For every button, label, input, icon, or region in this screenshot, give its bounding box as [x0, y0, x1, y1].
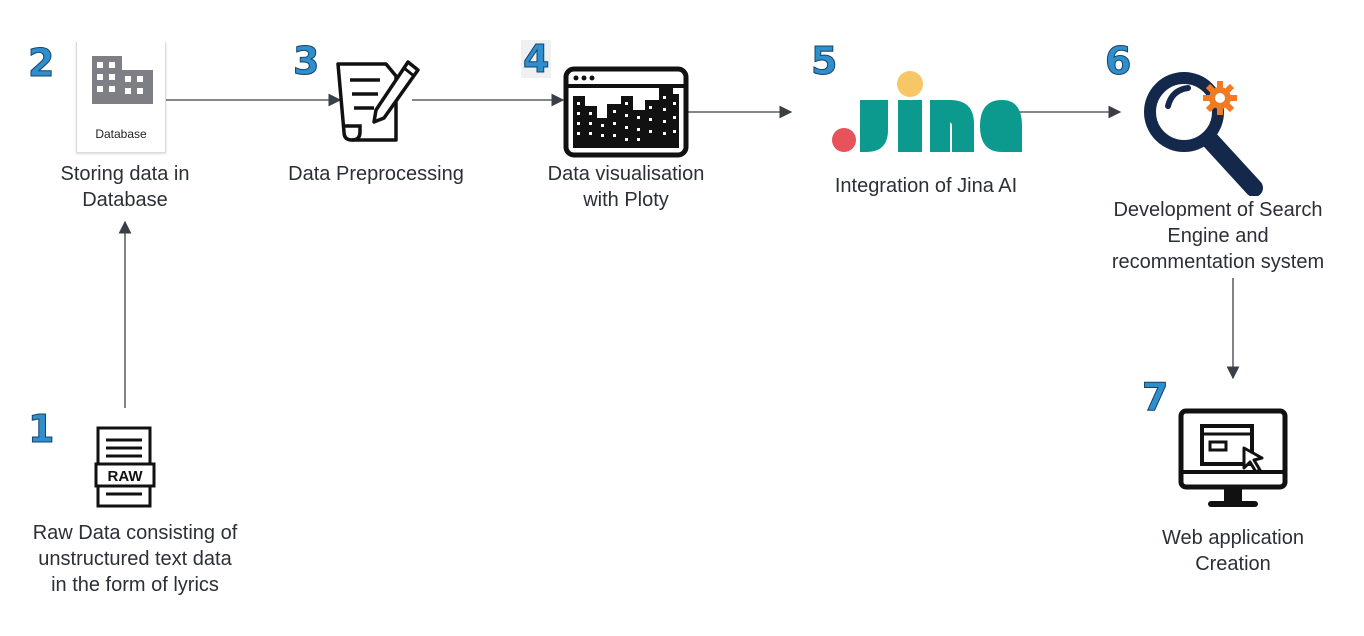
step-2-label-line: Storing data in	[60, 163, 190, 185]
step-5-number: 5	[810, 39, 838, 83]
step-1-label-line: in the form of lyrics	[51, 574, 219, 596]
step-1-label-line: unstructured text data	[38, 548, 232, 570]
step-4-label-line: with Ploty	[583, 189, 669, 211]
step-7-label-line: Web application	[1162, 527, 1304, 549]
step-7-label-line: Creation	[1195, 553, 1271, 575]
step-3-number: 3	[292, 39, 320, 83]
step-2-label: Storing data in Database	[20, 161, 230, 213]
step-3-label-line: Data Preprocessing	[288, 163, 464, 185]
jina-logo: jina	[826, 68, 1026, 163]
step-7-number: 7	[1141, 375, 1169, 419]
step-1-label: Raw Data consisting of unstructured text…	[10, 520, 260, 598]
step-4-label: Data visualisation with Ploty	[520, 161, 732, 213]
step-4-label-line: Data visualisation	[547, 163, 705, 185]
step-1-number: 1	[27, 407, 55, 451]
database-card: Database	[76, 42, 166, 153]
step-3-label: Data Preprocessing	[270, 161, 482, 187]
search-gear-icon	[1140, 66, 1264, 201]
chart-monitor-icon	[563, 66, 689, 163]
step-2-number: 2	[27, 41, 55, 85]
step-5-label: Integration of Jina AI	[800, 173, 1052, 199]
step-7-label: Web application Creation	[1130, 525, 1336, 577]
step-1-label-line: Raw Data consisting of	[32, 522, 238, 544]
document-pen-icon	[328, 56, 422, 155]
step-6-number: 6	[1104, 39, 1132, 83]
step-6-label-line: Engine and	[1167, 225, 1269, 247]
step-5-label-line: Integration of Jina AI	[834, 175, 1018, 197]
database-building-icon: Database	[92, 56, 153, 141]
step-2-label-line: Database	[82, 189, 168, 211]
step-6-label-line: recommentation system	[1111, 251, 1325, 273]
raw-icon-text: RAW	[108, 468, 144, 485]
database-icon-text: Database	[95, 127, 147, 141]
step-6-label: Development of Search Engine and recomme…	[1090, 197, 1346, 275]
step-6-label-line: Development of Search	[1113, 199, 1323, 221]
web-monitor-icon	[1178, 408, 1288, 519]
step-4-number: 4	[521, 37, 552, 81]
raw-file-icon: RAW	[86, 424, 164, 515]
